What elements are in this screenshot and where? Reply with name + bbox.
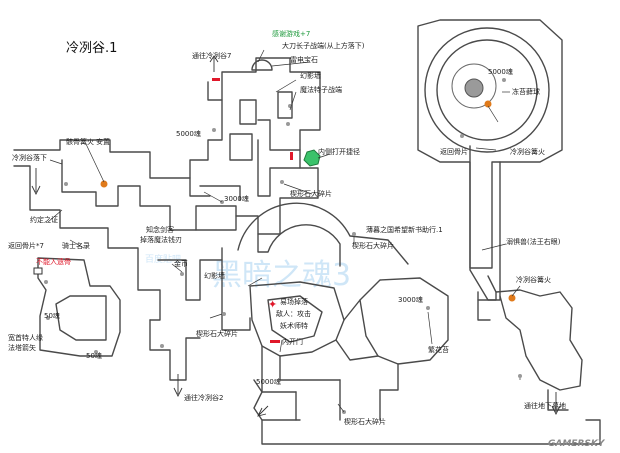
label-bigbow-drop-2: 法塔箭矢 (8, 343, 36, 352)
label-lower-drop: 易场掉落 (280, 297, 308, 306)
tower-pillar (464, 78, 484, 98)
label-bonfire-right-low: 冷冽谷篝火 (516, 275, 551, 284)
bonfire-east-icon (508, 294, 516, 302)
label-valley-fall: 冷冽谷落下 (12, 153, 47, 162)
label-bonfire-right-mid: 冷冽谷篝火 (510, 147, 545, 156)
label-gold-coin: 金币 (174, 259, 188, 268)
credit-logo: GAMERSKY (548, 439, 606, 449)
exit-arrows (31, 55, 561, 417)
item-dot (352, 232, 356, 236)
item-markers (44, 78, 522, 414)
item-dot (460, 134, 464, 138)
label-bigbow-drop-1: 宽首特人缘 (8, 333, 43, 342)
tower-area (417, 19, 563, 301)
label-titanite-4: 楔形石大碎片 (344, 417, 386, 426)
label-pilgrim-note: 薄暮之国希望新书助行.1 (366, 225, 443, 234)
label-lightning-gem: 雷电宝石 (290, 55, 318, 64)
item-dot (44, 280, 48, 284)
label-great-arrow: 大刀长子战端(从上方落下) (282, 41, 365, 50)
label-titanite-5: 楔形石大碎片 (352, 241, 394, 250)
leader-lines (47, 49, 521, 413)
label-frozen-moss: 冻苔藓球 (512, 87, 540, 96)
label-to-valley-2: 通往冷冽谷2 (184, 393, 223, 402)
label-knight-famous: 骑士名录 (62, 241, 90, 250)
label-security: 安置 (96, 137, 110, 146)
bonfire-west-icon (100, 180, 108, 188)
label-npc-green: 感谢游戏+7 (272, 29, 310, 38)
label-sorcerer: 妖术师特 (280, 321, 308, 330)
label-soul-50-b: 50魂 (86, 351, 102, 360)
item-dot (94, 350, 98, 354)
gate-lower (270, 340, 280, 343)
item-dot (426, 306, 430, 310)
label-return-bone-7: 返回骨片*7 (8, 241, 44, 250)
label-dark-knight-2: 掉落魔法钱刃 (140, 235, 182, 244)
watermark-small: 百度贴吧 (145, 253, 181, 265)
bonfire-tower-icon (484, 100, 492, 108)
label-to-underground: 通往地下墓地 (524, 401, 566, 410)
coffin-icon (33, 267, 43, 275)
label-inner-door: 内开门 (282, 337, 303, 346)
item-dot (212, 128, 216, 132)
item-dot (180, 272, 184, 276)
item-dot (160, 344, 164, 348)
item-dot (280, 180, 284, 184)
map-title: 冷冽谷.1 (66, 41, 117, 56)
label-soul-50-a: 50魂 (44, 311, 60, 320)
tower-outer-ring (424, 27, 550, 153)
item-dot (46, 316, 50, 320)
item-dot (222, 312, 226, 316)
label-soul-5000-tower: 5000魂 (488, 67, 513, 76)
label-soul-5000-left: 5000魂 (176, 129, 201, 138)
item-dot (286, 122, 290, 126)
enemy-star-icon: ✦ (268, 298, 277, 311)
shortcut-elevator-icon (303, 149, 321, 167)
label-illusory-wall-mid: 幻影墙 (204, 271, 225, 280)
label-return-bone-top: 返回骨片 (440, 147, 468, 156)
label-titanite-1: 楔形石大碎片 (290, 189, 332, 198)
label-promise-ring: 约定之证 (30, 215, 58, 224)
label-illusory-wall-top: 幻影墙 (300, 71, 321, 80)
label-magic-catalyst: 魔法特子战端 (300, 85, 342, 94)
item-dot (518, 374, 522, 378)
label-bonfire-west: 骸骨篝火 (66, 137, 94, 146)
label-titanite-2: 楔形石大碎片 (196, 329, 238, 338)
label-soul-3000-mid: 3000魂 (224, 194, 249, 203)
label-soul-5000-bottom: 5000魂 (256, 377, 281, 386)
item-dot (502, 78, 506, 82)
label-soul-3000-right: 3000魂 (398, 295, 423, 304)
gate-inner (290, 152, 293, 160)
label-blooming-moss: 繁花苔 (428, 345, 449, 354)
label-to-valley-7: 通往冷冽谷7 (192, 51, 231, 60)
label-enemy-note: 敌人：攻击 (276, 309, 311, 318)
item-dot (64, 182, 68, 186)
label-inner-elevator: 内侧打开捷径 (318, 147, 360, 156)
label-dark-knight-1: 知念剑客 (146, 225, 174, 234)
label-cannot-enter: 不能入遗骨 (36, 257, 71, 266)
gate-top (212, 78, 220, 81)
label-fallen-knight: 溺惧兽(法王右眼) (506, 237, 561, 246)
tower-pit (451, 63, 497, 109)
corridor-walls (13, 57, 601, 445)
